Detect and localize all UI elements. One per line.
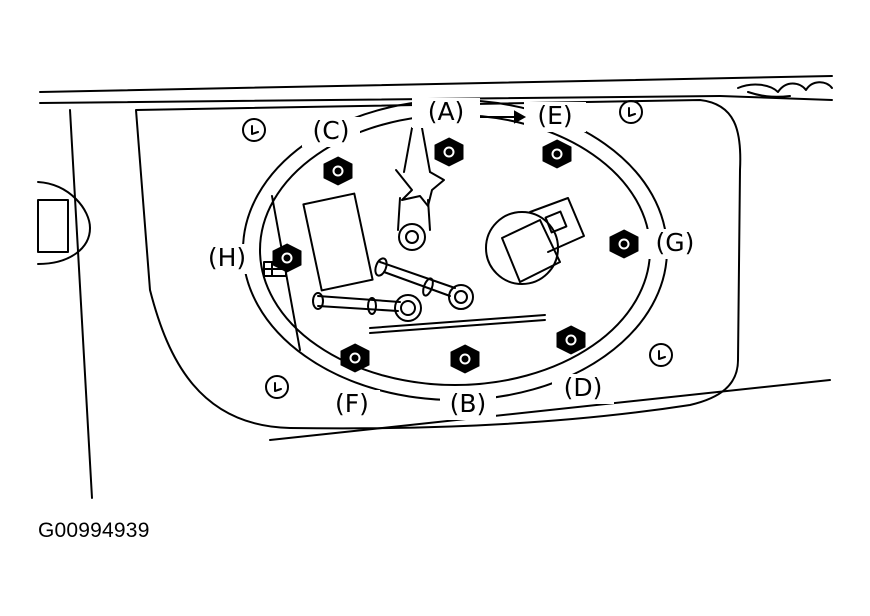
label-c: (C) xyxy=(313,116,350,145)
access-cover-plate xyxy=(135,99,742,430)
label-e: (E) xyxy=(537,101,572,130)
figure-id: G00994939 xyxy=(38,519,150,542)
nut-h xyxy=(272,243,302,273)
electrical-connector xyxy=(485,197,585,285)
nut-f xyxy=(340,343,370,373)
body-panel xyxy=(37,75,833,499)
screw-bottom-right xyxy=(649,343,673,367)
nut-a xyxy=(434,137,464,167)
a-to-e-arrow xyxy=(480,110,527,124)
nut-b xyxy=(450,344,480,374)
nut-c xyxy=(323,156,353,186)
fuel-hoses xyxy=(312,257,474,322)
label-h: (H) xyxy=(208,243,246,272)
sender-unit xyxy=(302,192,374,292)
strap-bar xyxy=(369,314,546,329)
label-b: (B) xyxy=(450,389,487,418)
label-f: (F) xyxy=(335,389,369,418)
nut-g xyxy=(609,229,639,259)
screw-top-right xyxy=(619,100,643,124)
nut-d xyxy=(556,325,586,355)
fuel-line-fitting xyxy=(395,127,445,251)
label-a: (A) xyxy=(428,97,465,126)
label-d: (D) xyxy=(564,373,603,402)
screw-top-left xyxy=(242,118,266,142)
label-g: (G) xyxy=(656,228,695,257)
screw-bottom-left xyxy=(265,375,289,399)
corner-screws xyxy=(242,100,673,399)
nut-e xyxy=(542,139,572,169)
hex-nuts xyxy=(272,137,639,374)
